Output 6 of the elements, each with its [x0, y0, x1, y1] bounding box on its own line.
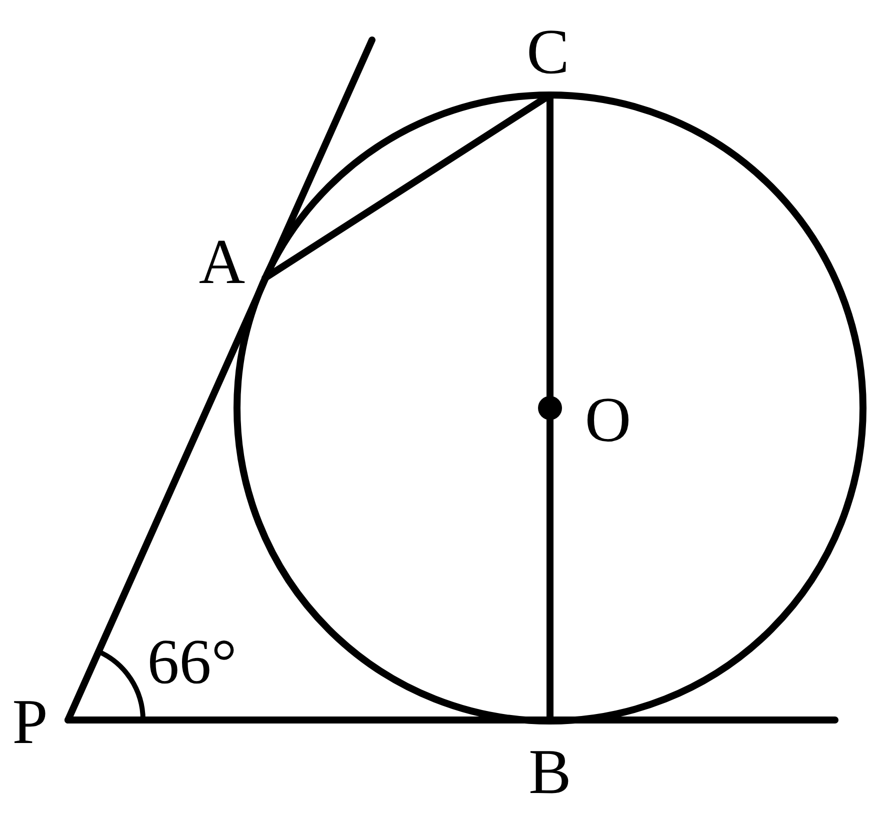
point-label: C	[526, 20, 570, 84]
point-label: O	[584, 388, 632, 452]
point-label: B	[528, 740, 572, 804]
point-label: A	[198, 230, 246, 294]
point-label: P	[12, 690, 48, 754]
point-label: 66°	[147, 630, 237, 694]
